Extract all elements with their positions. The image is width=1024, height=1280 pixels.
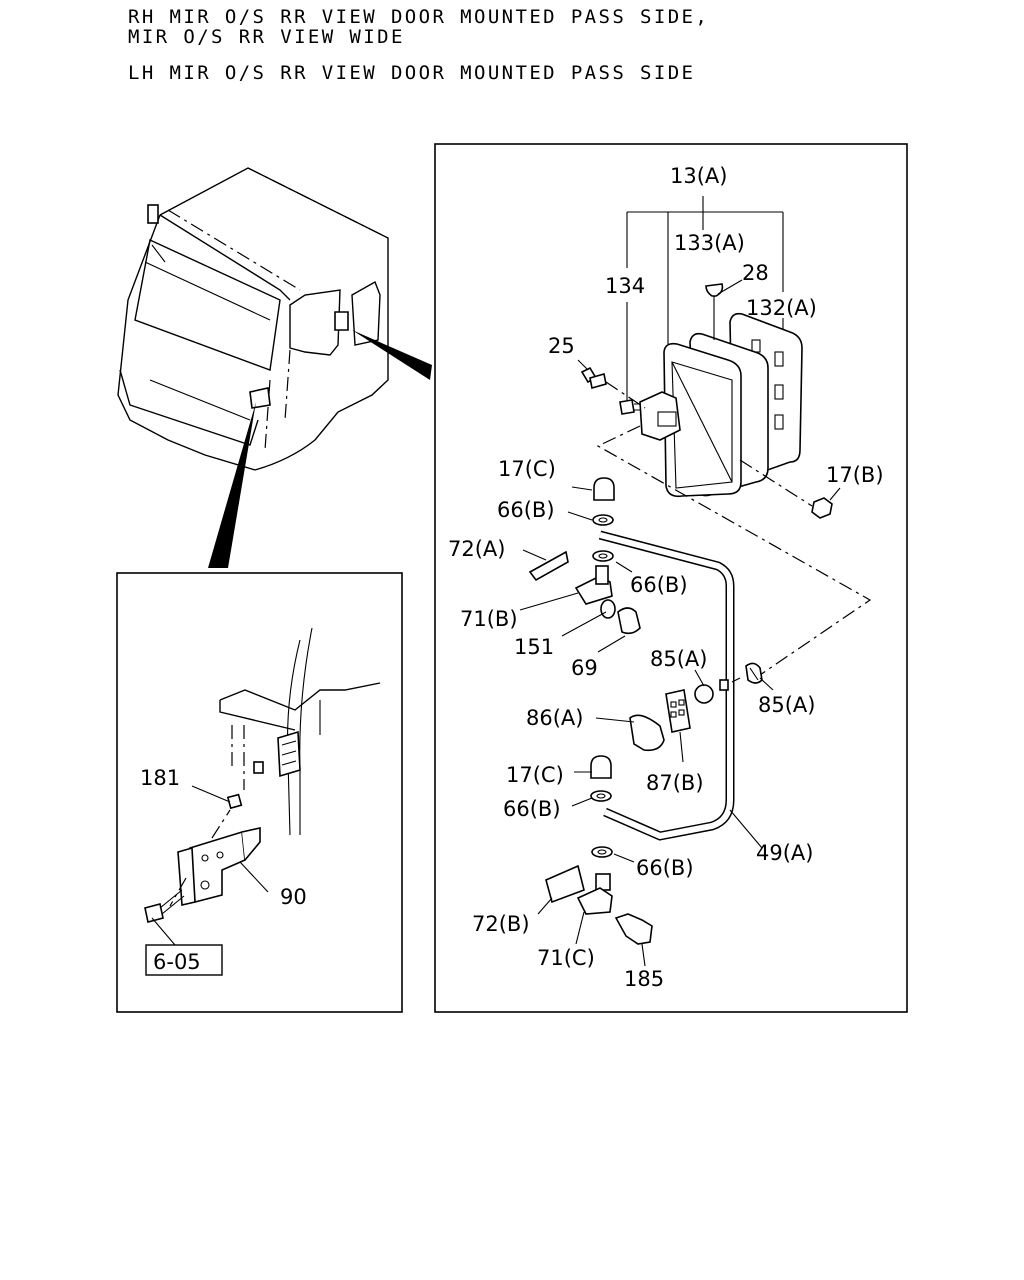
callout-86a[interactable]: 86(A) xyxy=(526,706,583,730)
zoom-pointer-right xyxy=(352,330,432,380)
mirror-head xyxy=(639,312,803,498)
callout-69[interactable]: 69 xyxy=(571,656,598,680)
upper-clamp-cluster xyxy=(528,477,641,635)
screw-134 xyxy=(619,399,635,415)
callout-72b[interactable]: 72(B) xyxy=(472,912,530,936)
callout-17c-bottom[interactable]: 17(C) xyxy=(506,763,564,787)
leader-lines xyxy=(519,486,774,967)
plate-72a xyxy=(528,550,569,582)
header-line-2: MIR O/S RR VIEW WIDE xyxy=(128,26,405,48)
screw-28 xyxy=(705,283,724,297)
lower-clamp-cluster xyxy=(545,755,653,945)
callout-134[interactable]: 134 xyxy=(605,274,645,298)
hinge-bracket xyxy=(639,391,681,441)
callout-90[interactable]: 90 xyxy=(280,885,307,909)
ref-box-6-05[interactable] xyxy=(145,944,223,976)
callout-85a-2[interactable]: 85(A) xyxy=(758,693,815,717)
callout-17b[interactable]: 17(B) xyxy=(826,463,884,487)
nut-17b xyxy=(811,497,833,519)
zoom-pointer-left xyxy=(208,402,256,568)
plate-72b xyxy=(545,864,585,904)
bracket-90 xyxy=(189,830,246,904)
callout-133a[interactable]: 133(A) xyxy=(674,231,745,255)
bracket-detail xyxy=(144,627,381,923)
callout-71c[interactable]: 71(C) xyxy=(537,946,595,970)
detail-box-bracket xyxy=(116,572,403,1013)
square-nut-181 xyxy=(226,793,243,810)
cap-nut-17c-top xyxy=(593,477,615,501)
cap-nut-17c-bottom xyxy=(590,755,612,779)
callout-151[interactable]: 151 xyxy=(514,635,554,659)
clamp-71c xyxy=(576,887,613,915)
callout-85a-1[interactable]: 85(A) xyxy=(650,647,707,671)
cap-nut-69 xyxy=(617,607,641,635)
callout-66b-4[interactable]: 66(B) xyxy=(636,856,694,880)
callout-13a[interactable]: 13(A) xyxy=(670,164,727,188)
bracket-87b xyxy=(665,689,691,733)
header-line-3: LH MIR O/S RR VIEW DOOR MOUNTED PASS SID… xyxy=(128,62,696,84)
callout-66b-3[interactable]: 66(B) xyxy=(503,797,561,821)
callout-28[interactable]: 28 xyxy=(742,261,769,285)
mirror-glass-133a xyxy=(663,342,742,498)
grommet-85a-left xyxy=(694,684,714,704)
header-line-1: RH MIR O/S RR VIEW DOOR MOUNTED PASS SID… xyxy=(128,6,710,28)
callout-71b[interactable]: 71(B) xyxy=(460,607,518,631)
detail-box-mirror xyxy=(434,143,908,1013)
callout-181[interactable]: 181 xyxy=(140,766,180,790)
bolt-185 xyxy=(614,913,653,945)
cover-86a xyxy=(629,714,665,752)
callout-132a[interactable]: 132(A) xyxy=(746,296,817,320)
callout-87b[interactable]: 87(B) xyxy=(646,771,704,795)
callout-17c-top[interactable]: 17(C) xyxy=(498,457,556,481)
cab-illustration xyxy=(117,167,432,568)
callout-66b-1[interactable]: 66(B) xyxy=(497,498,555,522)
callout-72a[interactable]: 72(A) xyxy=(448,537,505,561)
callout-ref-6-05[interactable]: 6-05 xyxy=(153,950,201,974)
callout-185[interactable]: 185 xyxy=(624,967,664,991)
callout-25[interactable]: 25 xyxy=(548,334,575,358)
callout-labels: 13(A) 133(A) 134 28 132(A) 25 17(B) 17(C… xyxy=(140,164,884,991)
callout-66b-2[interactable]: 66(B) xyxy=(630,573,688,597)
callout-49a[interactable]: 49(A) xyxy=(756,841,813,865)
